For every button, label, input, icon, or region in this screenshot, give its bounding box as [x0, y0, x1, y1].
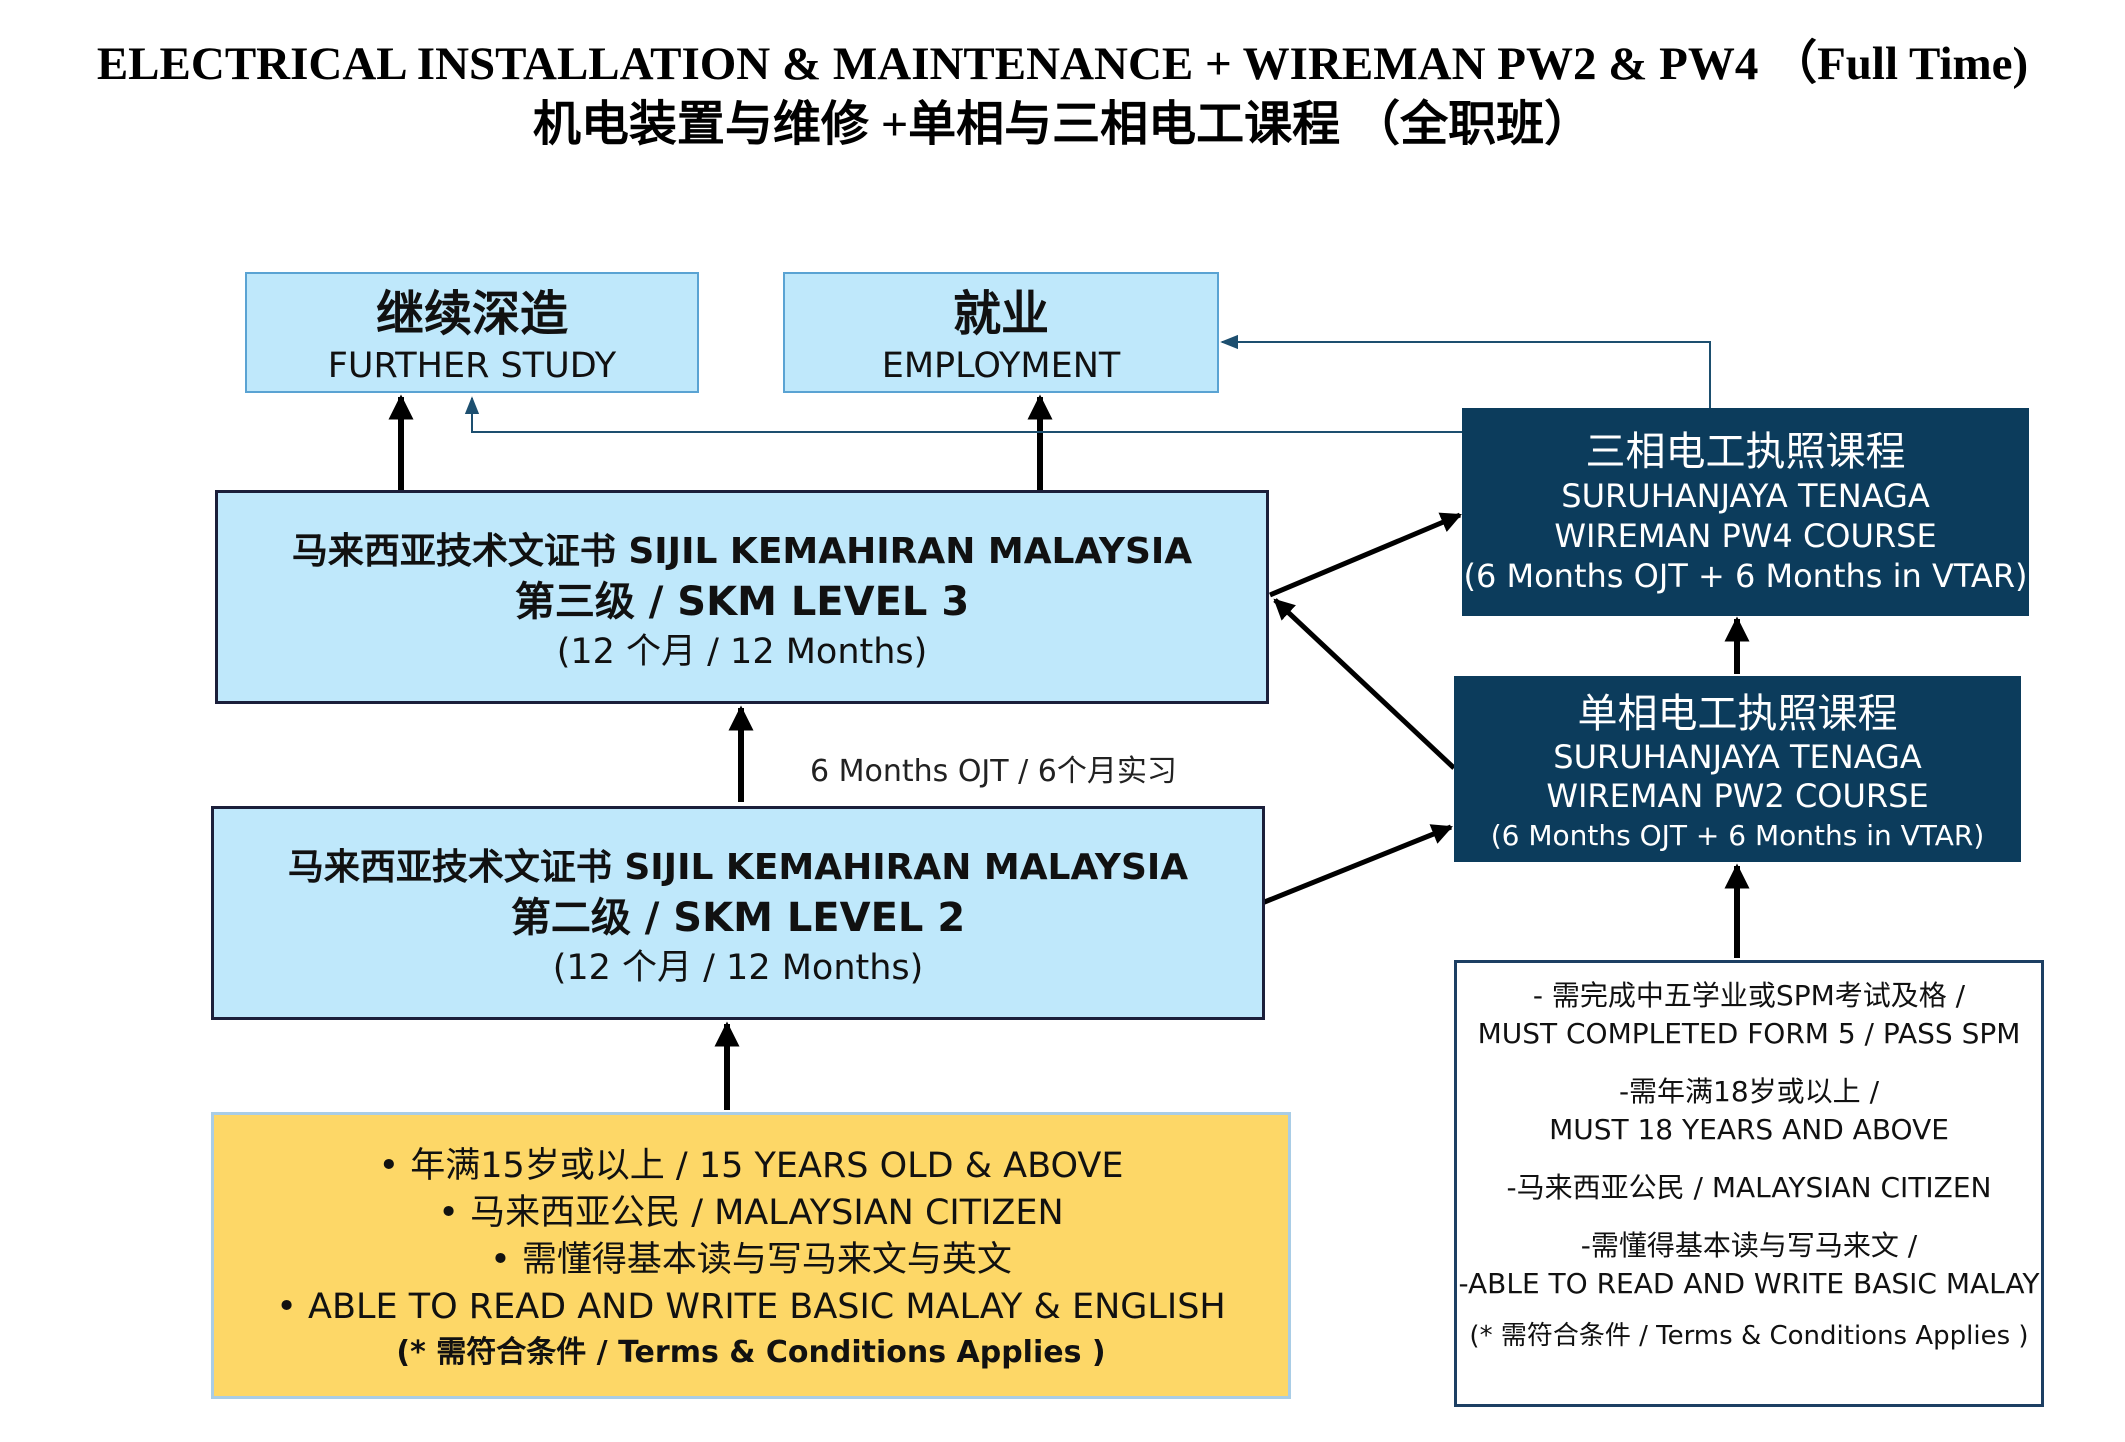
arrow-skm2-to-pw2 [1261, 824, 1453, 906]
pw4-line2: WIREMAN PW4 COURSE [1554, 517, 1937, 555]
further-study-box: 继续深造 FURTHER STUDY [245, 272, 699, 393]
employment-chinese: 就业 [952, 286, 1049, 342]
skm-level2-duration: (12 个月 / 12 Months) [552, 948, 924, 988]
wireman-requirement-line: -需懂得基本读与写马来文 / [1580, 1229, 1918, 1262]
arrow-pw2-to-skm3 [1273, 598, 1456, 770]
pw2-line3: (6 Months OJT + 6 Months in VTAR) [1490, 819, 1985, 852]
skm-level3-level: 第三级 / SKM LEVEL 3 [514, 579, 970, 625]
wireman-requirement-line: -马来西亚公民 / MALAYSIAN CITIZEN [1506, 1171, 1992, 1204]
thin-arrow-pw4-to-employment [1220, 334, 1711, 408]
pw4-course-box: 三相电工执照课程 SURUHANJAYA TENAGA WIREMAN PW4 … [1462, 408, 2029, 616]
further-study-chinese: 继续深造 [375, 286, 568, 342]
wireman-requirement-group: - 需完成中五学业或SPM考试及格 / MUST COMPLETED FORM … [1457, 977, 2041, 1053]
wireman-requirement-line: -ABLE TO READ AND WRITE BASIC MALAY [1458, 1267, 2040, 1300]
further-study-english: FURTHER STUDY [327, 346, 617, 386]
skm-requirement-item: • 年满15岁或以上 / 15 YEARS OLD & ABOVE [378, 1146, 1124, 1186]
wireman-requirement-group: -马来西亚公民 / MALAYSIAN CITIZEN [1457, 1169, 2041, 1207]
wireman-requirement-line: MUST COMPLETED FORM 5 / PASS SPM [1477, 1017, 2021, 1050]
skm-level3-duration: (12 个月 / 12 Months) [556, 632, 928, 672]
title-english: ELECTRICAL INSTALLATION & MAINTENANCE + … [96, 38, 2029, 90]
wireman-requirement-line: MUST 18 YEARS AND ABOVE [1549, 1113, 1949, 1146]
skm-requirement-item: • ABLE TO READ AND WRITE BASIC MALAY & E… [276, 1287, 1226, 1327]
skm-requirements-box: • 年满15岁或以上 / 15 YEARS OLD & ABOVE • 马来西亚… [211, 1112, 1291, 1399]
skm-level2-level: 第二级 / SKM LEVEL 2 [510, 895, 966, 941]
skm-requirement-item: • 需懂得基本读与写马来文与英文 [490, 1240, 1012, 1280]
pw2-chinese: 单相电工执照课程 [1577, 691, 1898, 737]
wireman-requirement-group: -需年满18岁或以上 / MUST 18 YEARS AND ABOVE [1457, 1073, 2041, 1149]
pw4-line3: (6 Months OJT + 6 Months in VTAR) [1463, 557, 2028, 595]
pw4-line1: SURUHANJAYA TENAGA [1561, 477, 1930, 515]
thin-arrow-pw4-to-further-study [464, 396, 1462, 433]
skm-level3-box: 马来西亚技术文证书 SIJIL KEMAHIRAN MALAYSIA 第三级 /… [215, 490, 1269, 704]
wireman-requirement-line: - 需完成中五学业或SPM考试及格 / [1532, 979, 1966, 1012]
skm-level2-box: 马来西亚技术文证书 SIJIL KEMAHIRAN MALAYSIA 第二级 /… [211, 806, 1265, 1020]
wireman-requirement-line: -需年满18岁或以上 / [1618, 1075, 1880, 1108]
pw4-chinese: 三相电工执照课程 [1585, 429, 1906, 475]
skm-requirement-item: • 马来西亚公民 / MALAYSIAN CITIZEN [438, 1193, 1064, 1233]
arrow-skm3-to-pw4 [1269, 512, 1462, 598]
pw2-line1: SURUHANJAYA TENAGA [1553, 738, 1922, 776]
wireman-requirements-note: (* 需符合条件 / Terms & Conditions Applies ) [1469, 1321, 2029, 1351]
skm-level3-title: 马来西亚技术文证书 SIJIL KEMAHIRAN MALAYSIA [291, 531, 1193, 572]
skm-requirements-note: (* 需符合条件 / Terms & Conditions Applies ) [396, 1335, 1106, 1370]
wireman-requirement-group: -需懂得基本读与写马来文 / -ABLE TO READ AND WRITE B… [1457, 1227, 2041, 1303]
pw2-line2: WIREMAN PW2 COURSE [1546, 777, 1929, 815]
title-chinese: 机电装置与维修 +单相与三相电工课程 （全职班） [532, 98, 1593, 151]
employment-english: EMPLOYMENT [881, 346, 1121, 386]
skm-level2-title: 马来西亚技术文证书 SIJIL KEMAHIRAN MALAYSIA [287, 847, 1189, 888]
ojt-note: 6 Months OJT / 6个月实习 [810, 754, 1177, 789]
pw2-course-box: 单相电工执照课程 SURUHANJAYA TENAGA WIREMAN PW2 … [1454, 676, 2021, 862]
employment-box: 就业 EMPLOYMENT [783, 272, 1219, 393]
wireman-requirements-box: - 需完成中五学业或SPM考试及格 / MUST COMPLETED FORM … [1454, 960, 2044, 1407]
